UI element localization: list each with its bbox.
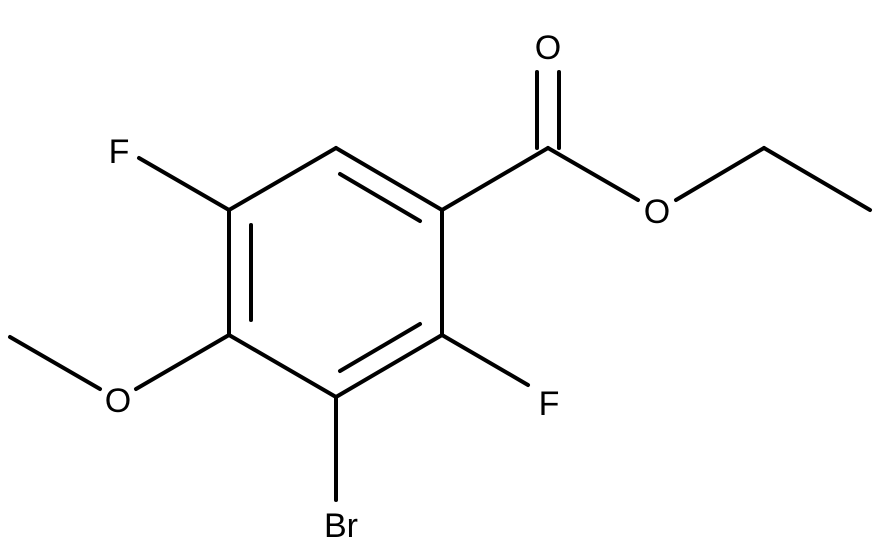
atom-fluorine-right: F xyxy=(539,385,560,423)
ring-double-bond-inner-top xyxy=(338,172,422,223)
atom-carbonyl-oxygen: O xyxy=(535,29,561,67)
benzene-ring xyxy=(227,146,444,399)
ring-bond-c1-c2 xyxy=(334,146,444,212)
bond-carbonyl-to-ester-o xyxy=(546,146,640,202)
bond-ring-to-methoxy-o xyxy=(134,333,231,391)
ring-bond-c4-c5 xyxy=(227,333,338,399)
atom-fluorine-top: F xyxy=(109,133,130,171)
atom-ester-oxygen: O xyxy=(644,193,670,231)
bond-ch2-to-ch3 xyxy=(762,146,872,212)
bond-methoxy-o-to-ch3 xyxy=(8,335,102,391)
bond-ring-to-f-top xyxy=(137,156,231,212)
bond-ring-to-f-right xyxy=(440,333,530,387)
ring-bond-c3-c4 xyxy=(334,333,444,399)
bond-ester-o-to-ch2 xyxy=(674,146,766,202)
atom-methoxy-oxygen: O xyxy=(105,382,131,420)
ester-group xyxy=(440,70,872,212)
ring-double-bond-inner-bottom xyxy=(338,322,422,373)
bond-ring-to-carbonyl xyxy=(440,146,550,212)
atom-bromine: Br xyxy=(324,507,358,545)
ring-bond-c6-c1 xyxy=(227,146,338,212)
